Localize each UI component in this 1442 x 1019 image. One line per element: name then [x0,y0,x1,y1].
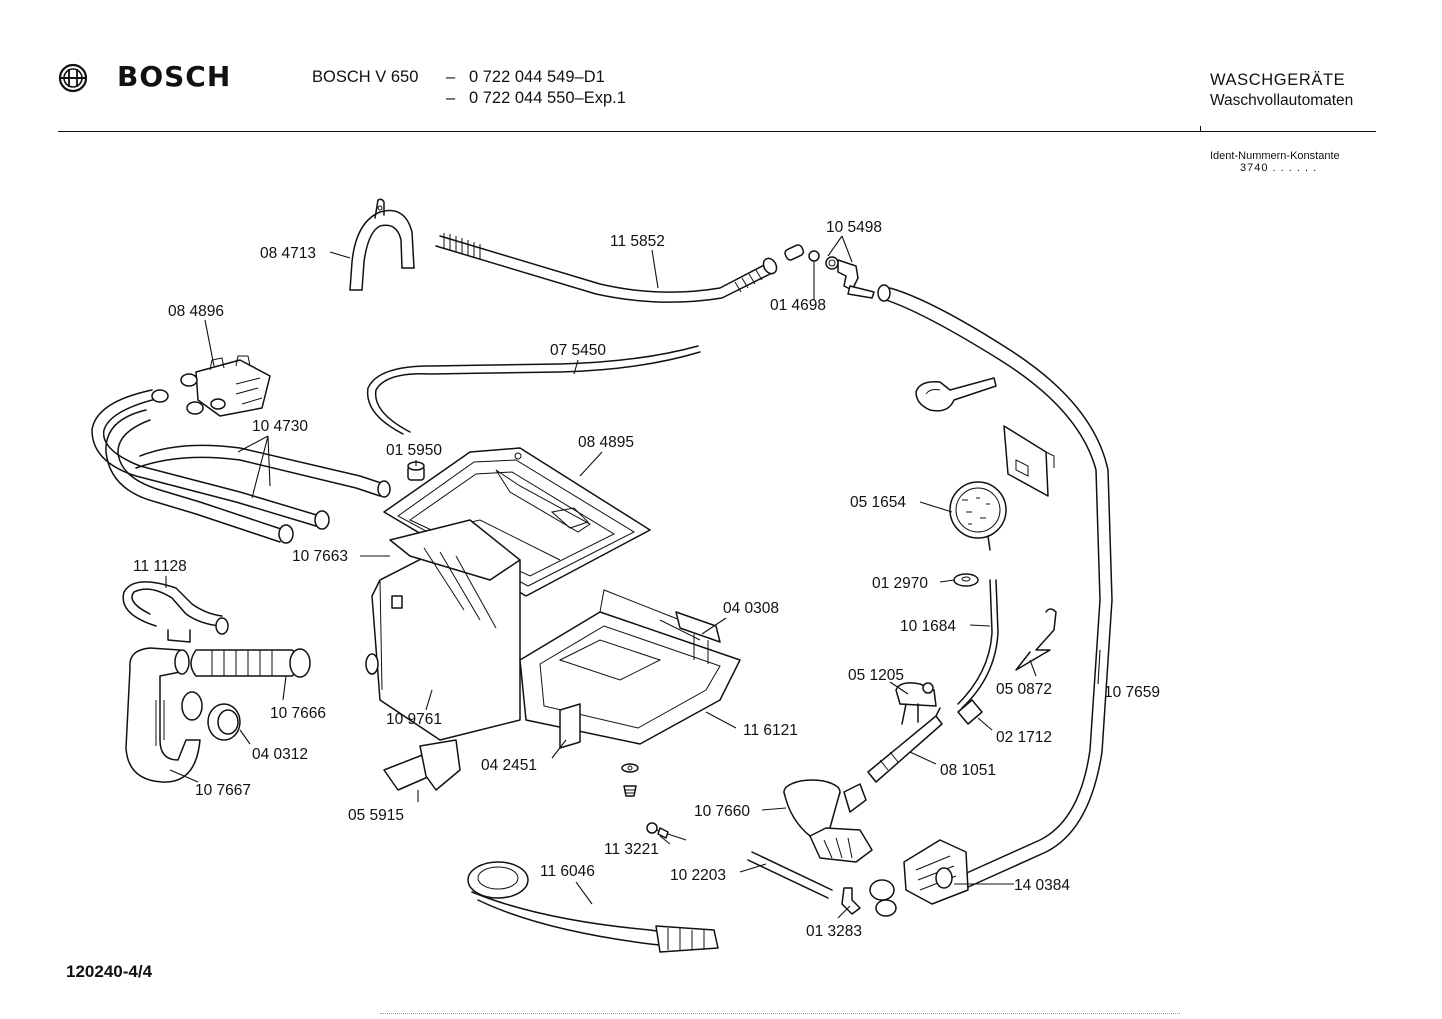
scan-edge-dots [380,1013,1180,1015]
part-label-07-5450: 07 5450 [550,342,606,359]
hose-clamp-icon [915,377,997,412]
part-label-04-2451: 04 2451 [481,757,537,774]
hose-connector-icon [784,244,875,299]
part-label-10-1684: 10 1684 [900,618,956,635]
part-number-1: 0 722 044 549–D1 [469,68,605,86]
brand-name: BOSCH [117,60,232,93]
leader-lines [165,235,1101,919]
part-label-05-1205: 05 1205 [848,667,904,684]
part-label-08-4713: 08 4713 [260,245,316,262]
inlet-hose-icon [435,233,778,303]
part-label-11-5852: 11 5852 [610,233,665,250]
ident-value: 3740 . . . . . . [1240,162,1318,174]
pressure-tube-icon [957,579,999,709]
part-label-05-0872: 05 0872 [996,681,1052,698]
part-label-11-6121: 11 6121 [743,722,798,739]
small-hose-icon [366,345,701,435]
hose-clip-icon [383,739,461,791]
drain-pump-icon [869,839,969,917]
category: WASCHGERÄTE [1210,71,1346,89]
mounting-bracket-icon [1003,425,1055,497]
seal-strip-icon [559,703,581,749]
part-label-08-4895: 08 4895 [578,434,634,451]
vent-tube-icon [747,851,833,899]
part-label-11-3221: 11 3221 [604,841,659,858]
part-label-08-4896: 08 4896 [168,303,224,320]
ident-label: Ident-Nummern-Konstante [1210,150,1340,162]
long-hose-icon [877,284,1113,889]
part-label-10-9761: 10 9761 [386,711,442,728]
part-label-10-2203: 10 2203 [670,867,726,884]
small-screw-icon [646,822,687,841]
dash-2: – [446,89,456,107]
part-label-08-1051: 08 1051 [940,762,996,779]
pipe-clamp-icon [895,682,937,725]
part-label-10-7666: 10 7666 [270,705,326,722]
hose-sleeve-icon [957,699,983,725]
part-label-02-1712: 02 1712 [996,729,1052,746]
drawer-tray-icon [519,589,741,745]
sump-funnel-icon [783,779,873,863]
part-label-05-5915: 05 5915 [348,807,404,824]
spring-clip-icon [1015,608,1057,671]
part-label-10-5498: 10 5498 [826,219,882,236]
part-label-10-7659: 10 7659 [1104,684,1160,701]
bosch-armature-logo-icon [58,63,88,93]
subcategory: Waschvollautomaten [1210,92,1354,109]
header-divider [58,131,1376,132]
inlet-valve-icon [180,355,271,417]
screw-icon [621,763,639,797]
header-tick [1200,126,1201,132]
drain-pipe-icon [125,647,203,783]
hose-set-icon [91,389,391,544]
elbow-connector-icon [841,887,861,915]
part-label-10-7660: 10 7660 [694,803,750,820]
part-label-01-2970: 01 2970 [872,575,928,592]
part-label-05-1654: 05 1654 [850,494,906,511]
drain-hose-icon [122,581,229,643]
model-name: BOSCH V 650 [312,68,419,86]
part-label-01-3283: 01 3283 [806,923,862,940]
document-number: 120240-4/4 [66,962,153,981]
part-label-01-5950: 01 5950 [386,442,442,459]
part-label-11-1128: 11 1128 [133,558,187,575]
connecting-pipe-icon [867,707,943,783]
part-label-10-7663: 10 7663 [292,548,348,565]
part-label-04-0312: 04 0312 [252,746,308,763]
rubber-washer-icon [953,573,979,587]
part-label-04-0308: 04 0308 [723,600,779,617]
pressure-switch-icon [949,481,1007,551]
part-label-11-6046: 11 6046 [540,863,595,880]
drain-filter-icon [467,861,719,953]
detergent-housing-icon [365,519,561,741]
part-label-10-4730: 10 4730 [252,418,308,435]
part-label-14-0384: 14 0384 [1014,877,1070,894]
part-label-10-7667: 10 7667 [195,782,251,799]
part-label-01-4698: 01 4698 [770,297,826,314]
sealing-ring-icon [207,703,241,741]
bellows-hose-icon [190,648,311,678]
hose-hook-icon [349,198,415,291]
part-number-2: 0 722 044 550–Exp.1 [469,89,626,107]
dash-1: – [446,68,456,86]
